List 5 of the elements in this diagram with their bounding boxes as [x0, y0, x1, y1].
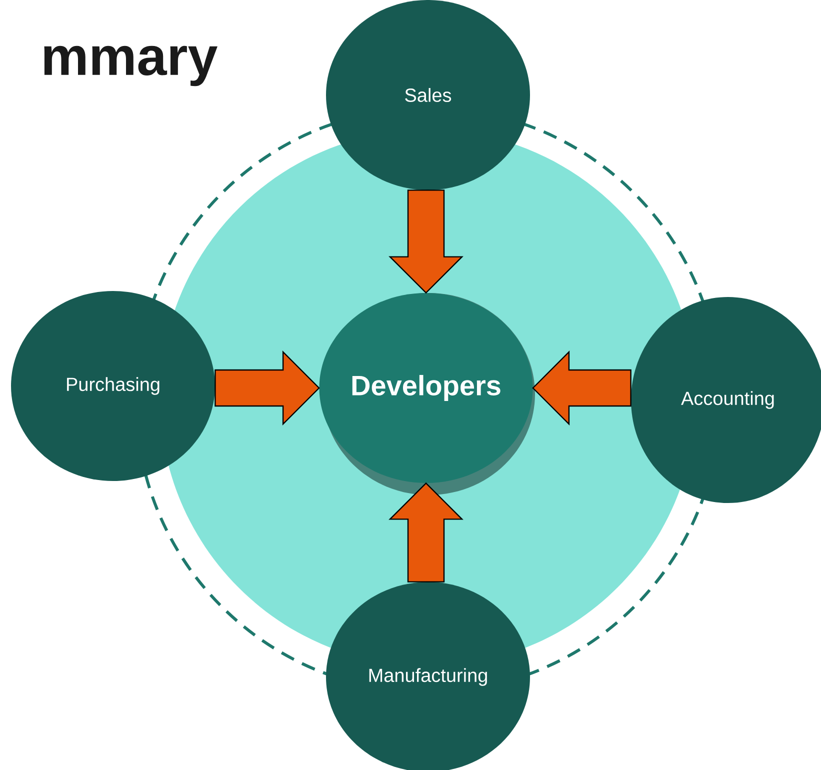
- block-arrow: [388, 190, 464, 294]
- title: mmary: [44, 46, 218, 86]
- block-arrow: [532, 350, 632, 426]
- block-arrow: [214, 350, 320, 426]
- block-arrow: [388, 482, 464, 582]
